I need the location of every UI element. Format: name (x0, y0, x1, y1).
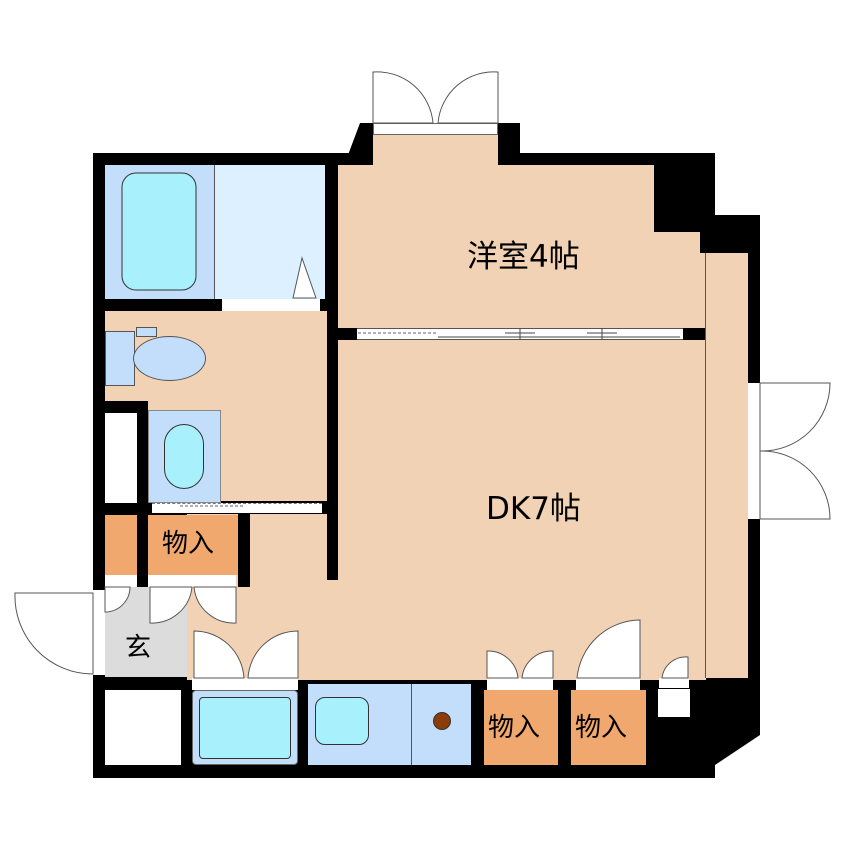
western-room-label: 洋室4帖 (467, 239, 580, 275)
bathroom-door[interactable] (222, 299, 320, 311)
laundry-pan (199, 697, 291, 759)
storage-bottom-1-door-swings[interactable] (486, 650, 554, 679)
small-closet-door[interactable] (659, 678, 689, 688)
entrance-door-frame[interactable] (93, 590, 105, 675)
balcony-window-recess (373, 135, 498, 165)
stove-burner-icon (433, 712, 451, 730)
top-window-frame[interactable] (373, 123, 498, 135)
kitchen-sink (315, 697, 369, 745)
storage-bottom-1: 物入 (484, 690, 558, 765)
bathtub-icon (121, 172, 197, 291)
laundry-door-swings[interactable] (193, 630, 299, 679)
toilet-bowl (133, 336, 206, 381)
storage-left-door-swings[interactable] (149, 586, 237, 624)
storage-left: 物入 (148, 515, 238, 575)
top-window-doors[interactable] (372, 71, 499, 124)
storage-left-doors[interactable] (148, 575, 236, 587)
small-closet (658, 689, 690, 717)
western-room-extension (654, 232, 706, 328)
corner-wall-top (700, 153, 760, 253)
storage-left-small (105, 515, 137, 575)
right-window-doors[interactable] (759, 382, 831, 520)
entrance-door-icon[interactable] (14, 592, 94, 675)
western-room (338, 165, 654, 328)
left-closet (105, 413, 137, 503)
dk-label: DK7帖 (486, 491, 581, 527)
dk-room (338, 340, 706, 680)
storage-left-label: 物入 (162, 529, 215, 559)
storage-bottom-1-label: 物入 (488, 713, 541, 743)
partition-wall-storage (238, 513, 250, 587)
storage-bottom-2: 物入 (571, 690, 646, 765)
entrance-label: 玄 (125, 633, 152, 663)
washbasin-icon (164, 424, 204, 489)
storage-bottom-2-door[interactable] (576, 678, 640, 690)
right-strip (705, 253, 748, 678)
corner-wall-bottom (700, 735, 760, 778)
toilet-lid (136, 327, 157, 337)
laundry-door-frame[interactable] (192, 678, 298, 690)
storage-bottom-2-door-swing[interactable] (576, 619, 641, 679)
shoe-cabinet (105, 690, 181, 765)
storage-bottom-2-label: 物入 (575, 713, 628, 743)
storage-left-small-door[interactable] (105, 575, 137, 587)
right-window-frame[interactable] (748, 383, 760, 519)
storage-bottom-1-doors[interactable] (487, 678, 553, 690)
partition-wall-vertical (327, 340, 338, 580)
washroom-sliding-door[interactable] (152, 503, 322, 513)
